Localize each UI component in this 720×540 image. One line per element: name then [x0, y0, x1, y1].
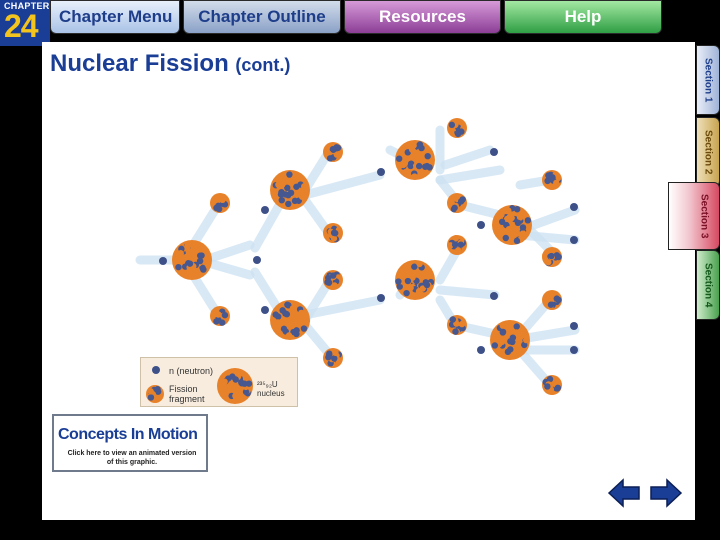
page-title-suffix: (cont.)	[235, 55, 291, 75]
fission-fragment	[542, 290, 562, 310]
motion-trail	[300, 170, 385, 200]
neutron	[570, 236, 578, 244]
neutron	[490, 292, 498, 300]
fission-fragment	[542, 247, 562, 267]
neutron	[490, 148, 498, 156]
uranium-nucleus	[270, 300, 311, 340]
top-navigation-bar: CHAPTER 24 Chapter Menu Chapter Outline …	[0, 0, 720, 46]
neutron	[477, 346, 485, 354]
fission-chain-reaction-diagram	[135, 118, 580, 395]
uranium-nucleus	[270, 170, 310, 210]
tab-section-2[interactable]: Section 2	[696, 117, 720, 187]
legend-nucleus-label: ²³⁵₉₂U nucleus	[257, 380, 285, 398]
motion-trail	[455, 200, 505, 220]
neutron	[570, 346, 578, 354]
uranium-nucleus	[395, 140, 435, 180]
tab-section-4[interactable]: Section 4	[696, 250, 720, 320]
uranium-nucleus	[492, 205, 532, 245]
fission-fragment	[323, 348, 343, 368]
fission-fragment	[323, 223, 343, 243]
neutron	[477, 221, 485, 229]
neutron	[377, 294, 385, 302]
fission-fragment	[447, 235, 467, 255]
legend: n (neutron) Fission fragment ²³⁵₉₂U nucl…	[140, 357, 298, 407]
tab-chapter-menu[interactable]: Chapter Menu	[50, 0, 180, 34]
motion-trail	[435, 165, 505, 185]
fission-fragment	[210, 306, 230, 326]
motion-trail	[515, 230, 580, 245]
arrow-left-icon[interactable]	[607, 477, 641, 509]
legend-neutron-icon	[152, 366, 160, 374]
motion-trail	[435, 285, 500, 300]
neutron	[261, 206, 269, 214]
fission-fragment	[323, 270, 343, 290]
section-4-label: Section 4	[702, 262, 714, 308]
tab-help[interactable]: Help	[504, 0, 662, 34]
tab-section-1[interactable]: Section 1	[696, 45, 720, 115]
legend-fragment-nucleus	[146, 385, 164, 403]
neutron	[261, 306, 269, 314]
legend-neutron-label: n (neutron)	[169, 366, 214, 376]
fission-fragment	[447, 193, 467, 213]
chapter-label: CHAPTER	[4, 1, 50, 11]
neutron	[253, 256, 261, 264]
motion-trail	[300, 295, 385, 320]
neutron	[377, 168, 385, 176]
fission-fragment	[447, 118, 467, 138]
fission-fragment	[210, 193, 230, 213]
legend-graphics	[146, 366, 253, 404]
tab-section-3[interactable]: Section 3	[668, 182, 720, 250]
fission-fragment	[447, 315, 467, 335]
legend-fragment-label: Fission fragment	[169, 384, 205, 404]
section-3-label: Section 3	[698, 193, 710, 239]
motion-trail	[440, 145, 495, 170]
page-title-main: Nuclear Fission	[50, 50, 229, 77]
chapter-badge[interactable]: CHAPTER 24	[0, 0, 50, 46]
arrow-right-icon[interactable]	[649, 477, 683, 509]
motion-trail	[200, 257, 255, 280]
title-backdrop	[42, 42, 462, 80]
chapter-number: 24	[4, 8, 39, 44]
uranium-nucleus	[172, 240, 212, 280]
page-title: Nuclear Fission (cont.)	[50, 50, 290, 78]
motion-trail	[300, 320, 335, 360]
fission-fragment	[542, 375, 562, 395]
section-2-label: Section 2	[702, 129, 714, 175]
concepts-in-motion-title: Concepts In Motion	[58, 426, 198, 443]
legend-nucleus-icon	[217, 368, 253, 404]
neutron	[570, 203, 578, 211]
neutron	[159, 257, 167, 265]
uranium-nucleus	[395, 260, 435, 300]
concepts-in-motion-subtitle: Click here to view an animated version o…	[67, 450, 197, 466]
tab-chapter-outline[interactable]: Chapter Outline	[183, 0, 341, 34]
fission-fragment	[323, 142, 343, 162]
legend-uranium-nucleus	[217, 368, 253, 404]
neutron	[570, 322, 578, 330]
motion-trail	[200, 240, 255, 265]
concepts-in-motion-button[interactable]: Concepts In Motion Click here to view an…	[52, 414, 208, 472]
legend-fragment-icon	[146, 385, 164, 403]
tab-resources[interactable]: Resources	[344, 0, 501, 34]
fission-fragment	[542, 170, 562, 190]
section-1-label: Section 1	[702, 57, 714, 103]
uranium-nucleus	[490, 320, 530, 360]
